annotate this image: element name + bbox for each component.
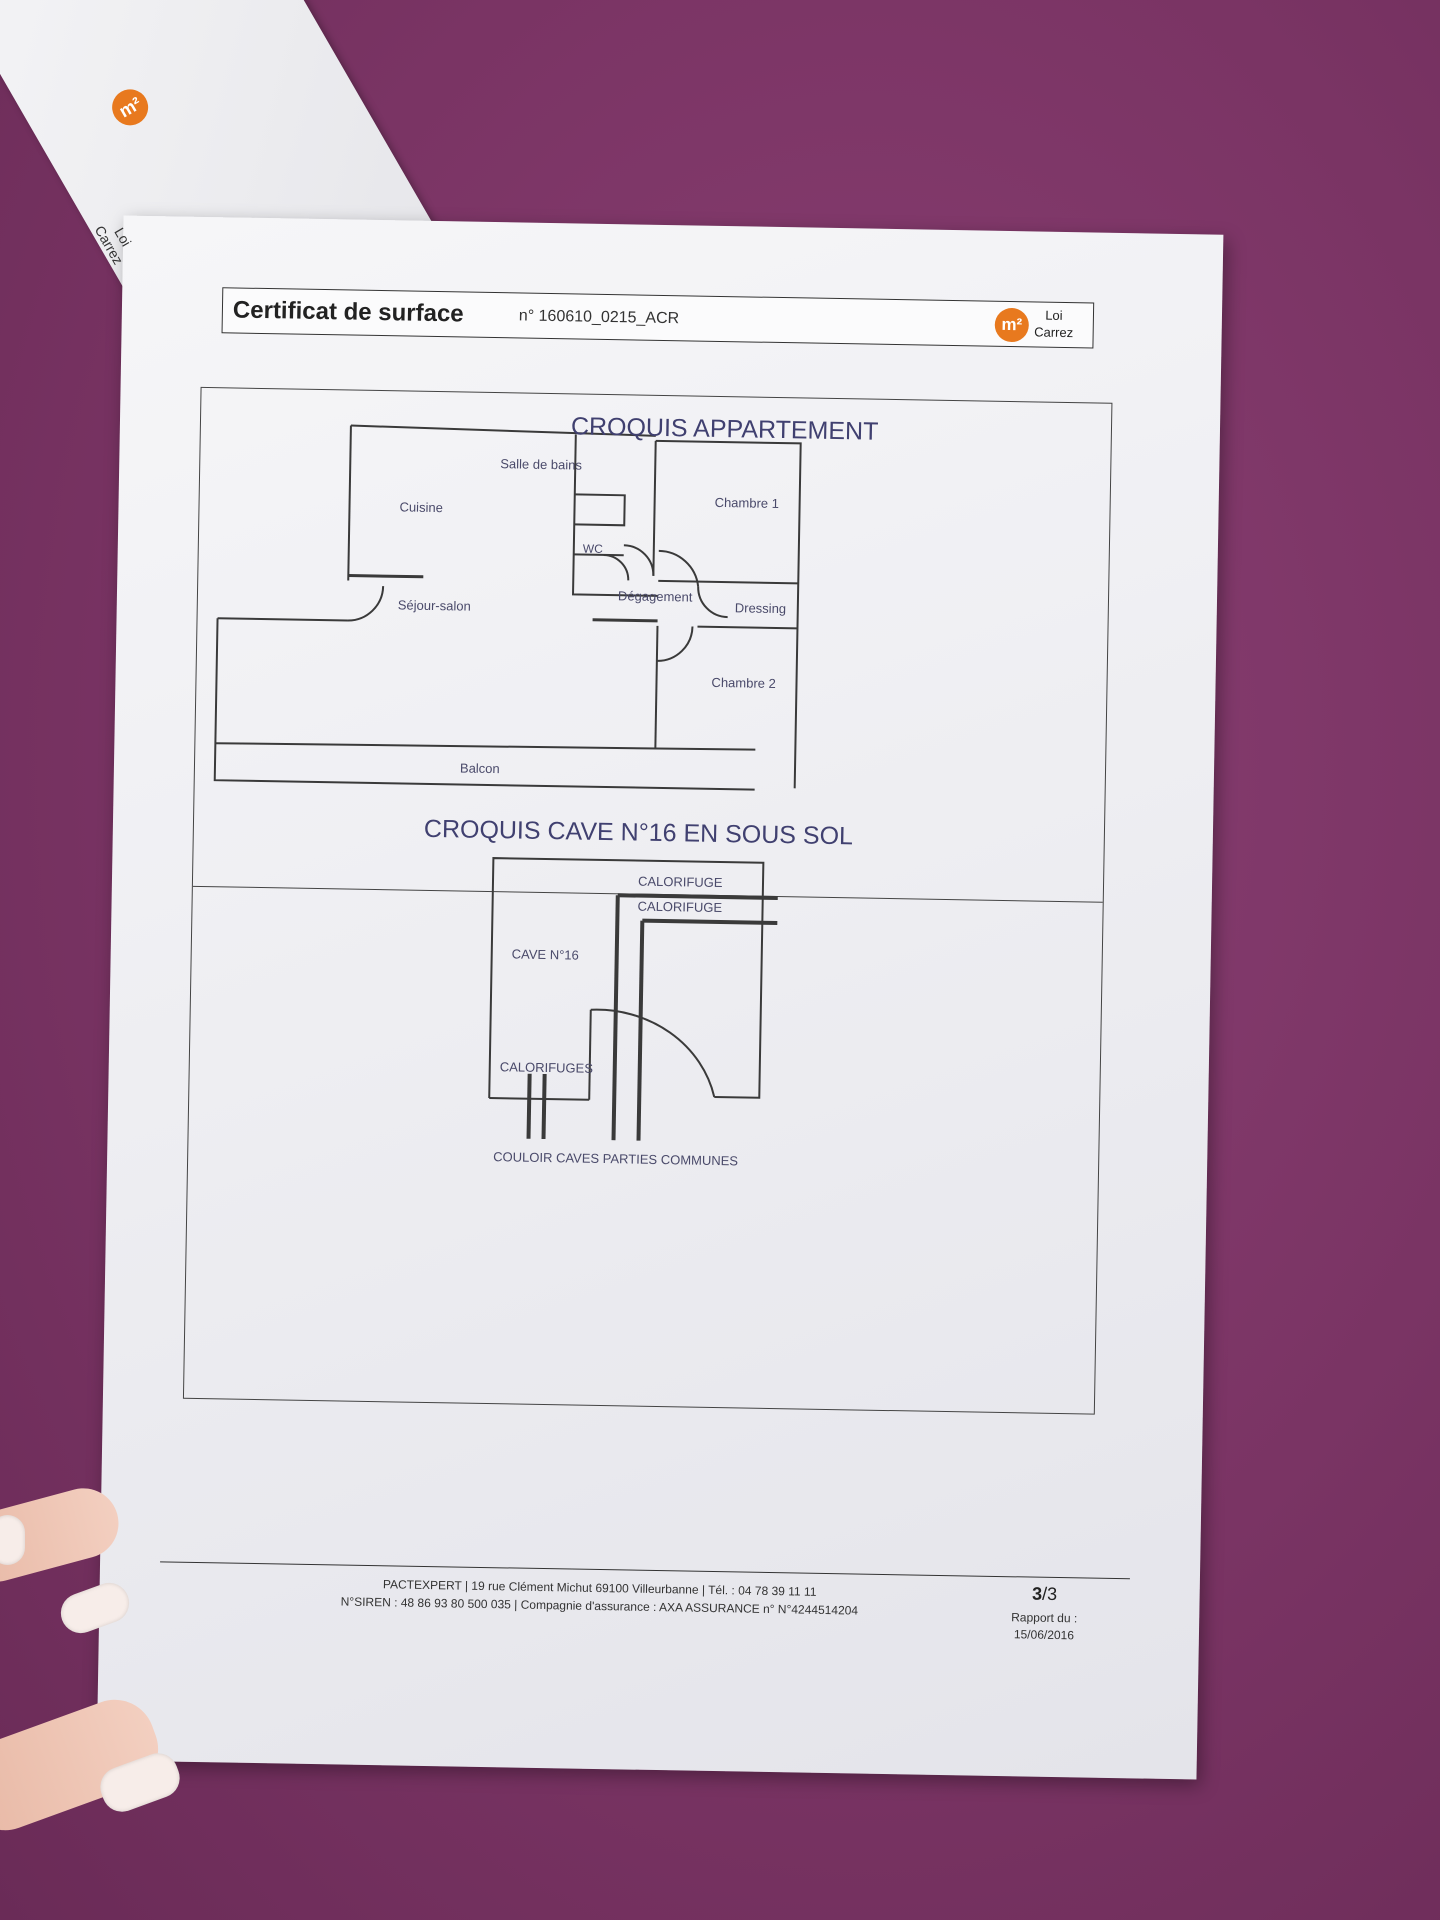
logo-label-line2: Carrez — [1034, 324, 1074, 341]
m2-logo-icon: m² — [994, 307, 1030, 343]
room-chambre-1: Chambre 1 — [715, 495, 780, 511]
finger-nail-3 — [0, 1515, 25, 1565]
room-dressing: Dressing — [735, 600, 787, 616]
label-cave-16: CAVE N°16 — [512, 946, 579, 962]
apartment-plan-title: CROQUIS APPARTEMENT — [571, 412, 879, 445]
certificate-page: Certificat de surface n° 160610_0215_ACR… — [96, 215, 1224, 1780]
footer-info: PACTEXPERT | 19 rue Clément Michut 69100… — [239, 1573, 960, 1622]
room-balcon: Balcon — [460, 760, 500, 776]
report-date: 15/06/2016 — [1013, 1627, 1075, 1643]
room-sejour-salon: Séjour-salon — [398, 597, 471, 613]
label-calorifuge-1: CALORIFUGE — [638, 874, 723, 890]
certificate-title: Certificat de surface — [232, 296, 464, 328]
logo-label: Loi Carrez — [1029, 306, 1080, 341]
room-wc: WC — [583, 542, 604, 556]
loi-carrez-logo-icon: m² — [105, 82, 155, 132]
plans-frame: CROQUIS APPARTEMENT Salle de bains Chamb… — [182, 386, 1113, 1415]
cave-plan-title: CROQUIS CAVE N°16 EN SOUS SOL — [424, 815, 854, 850]
certificate-number: n° 160610_0215_ACR — [518, 307, 680, 328]
certificate-header: Certificat de surface n° 160610_0215_ACR… — [221, 287, 1095, 349]
report-label: Rapport du : — [1011, 1610, 1078, 1626]
page-total: /3 — [1041, 1583, 1058, 1605]
label-calorifuge-2: CALORIFUGE — [637, 899, 722, 915]
room-salle-de-bains: Salle de bains — [500, 456, 582, 472]
cave-walls — [488, 857, 778, 1141]
report-date-block: Rapport du : 15/06/2016 — [989, 1609, 1100, 1645]
label-calorifuges: CALORIFUGES — [500, 1059, 594, 1076]
page-number: 3/3 — [999, 1583, 1089, 1606]
floor-plans-svg: CROQUIS APPARTEMENT Salle de bains Chamb… — [213, 412, 879, 1169]
room-degagement: Dégagement — [618, 588, 693, 604]
label-couloir: COULOIR CAVES PARTIES COMMUNES — [493, 1149, 738, 1168]
apartment-labels: CROQUIS APPARTEMENT Salle de bains Chamb… — [398, 412, 879, 776]
logo-label-line1: Loi — [1045, 307, 1063, 323]
page-current: 3 — [1031, 1583, 1043, 1604]
apartment-walls — [213, 424, 802, 791]
room-cuisine: Cuisine — [399, 499, 443, 515]
room-chambre-2: Chambre 2 — [711, 675, 776, 691]
cave-labels: CROQUIS CAVE N°16 EN SOUS SOL CALORIFUGE… — [424, 815, 854, 1169]
